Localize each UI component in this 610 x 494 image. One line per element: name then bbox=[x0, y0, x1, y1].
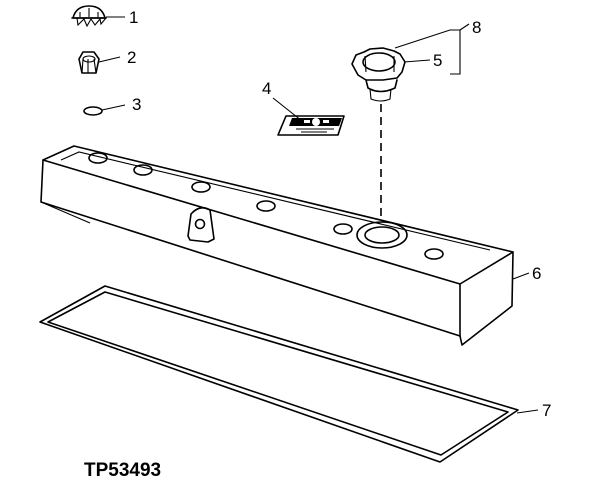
callout-3: 3 bbox=[132, 95, 141, 114]
part-cap-nut bbox=[71, 5, 107, 28]
part-decal bbox=[277, 115, 345, 136]
callout-7: 7 bbox=[542, 401, 551, 420]
callout-8: 8 bbox=[472, 18, 481, 37]
part-seal-ring bbox=[83, 106, 103, 116]
callout-4: 4 bbox=[262, 79, 271, 98]
leader-lines bbox=[98, 16, 539, 414]
callout-2: 2 bbox=[127, 48, 136, 67]
part-filler-cap bbox=[351, 47, 406, 102]
callout-1: 1 bbox=[129, 8, 138, 27]
callout-5: 5 bbox=[433, 51, 442, 70]
part-rocker-cover bbox=[40, 145, 514, 346]
callout-6: 6 bbox=[532, 264, 541, 283]
figure-reference-label: TP53493 bbox=[84, 460, 161, 481]
part-gasket bbox=[39, 285, 519, 463]
part-hex-nut bbox=[78, 51, 100, 74]
